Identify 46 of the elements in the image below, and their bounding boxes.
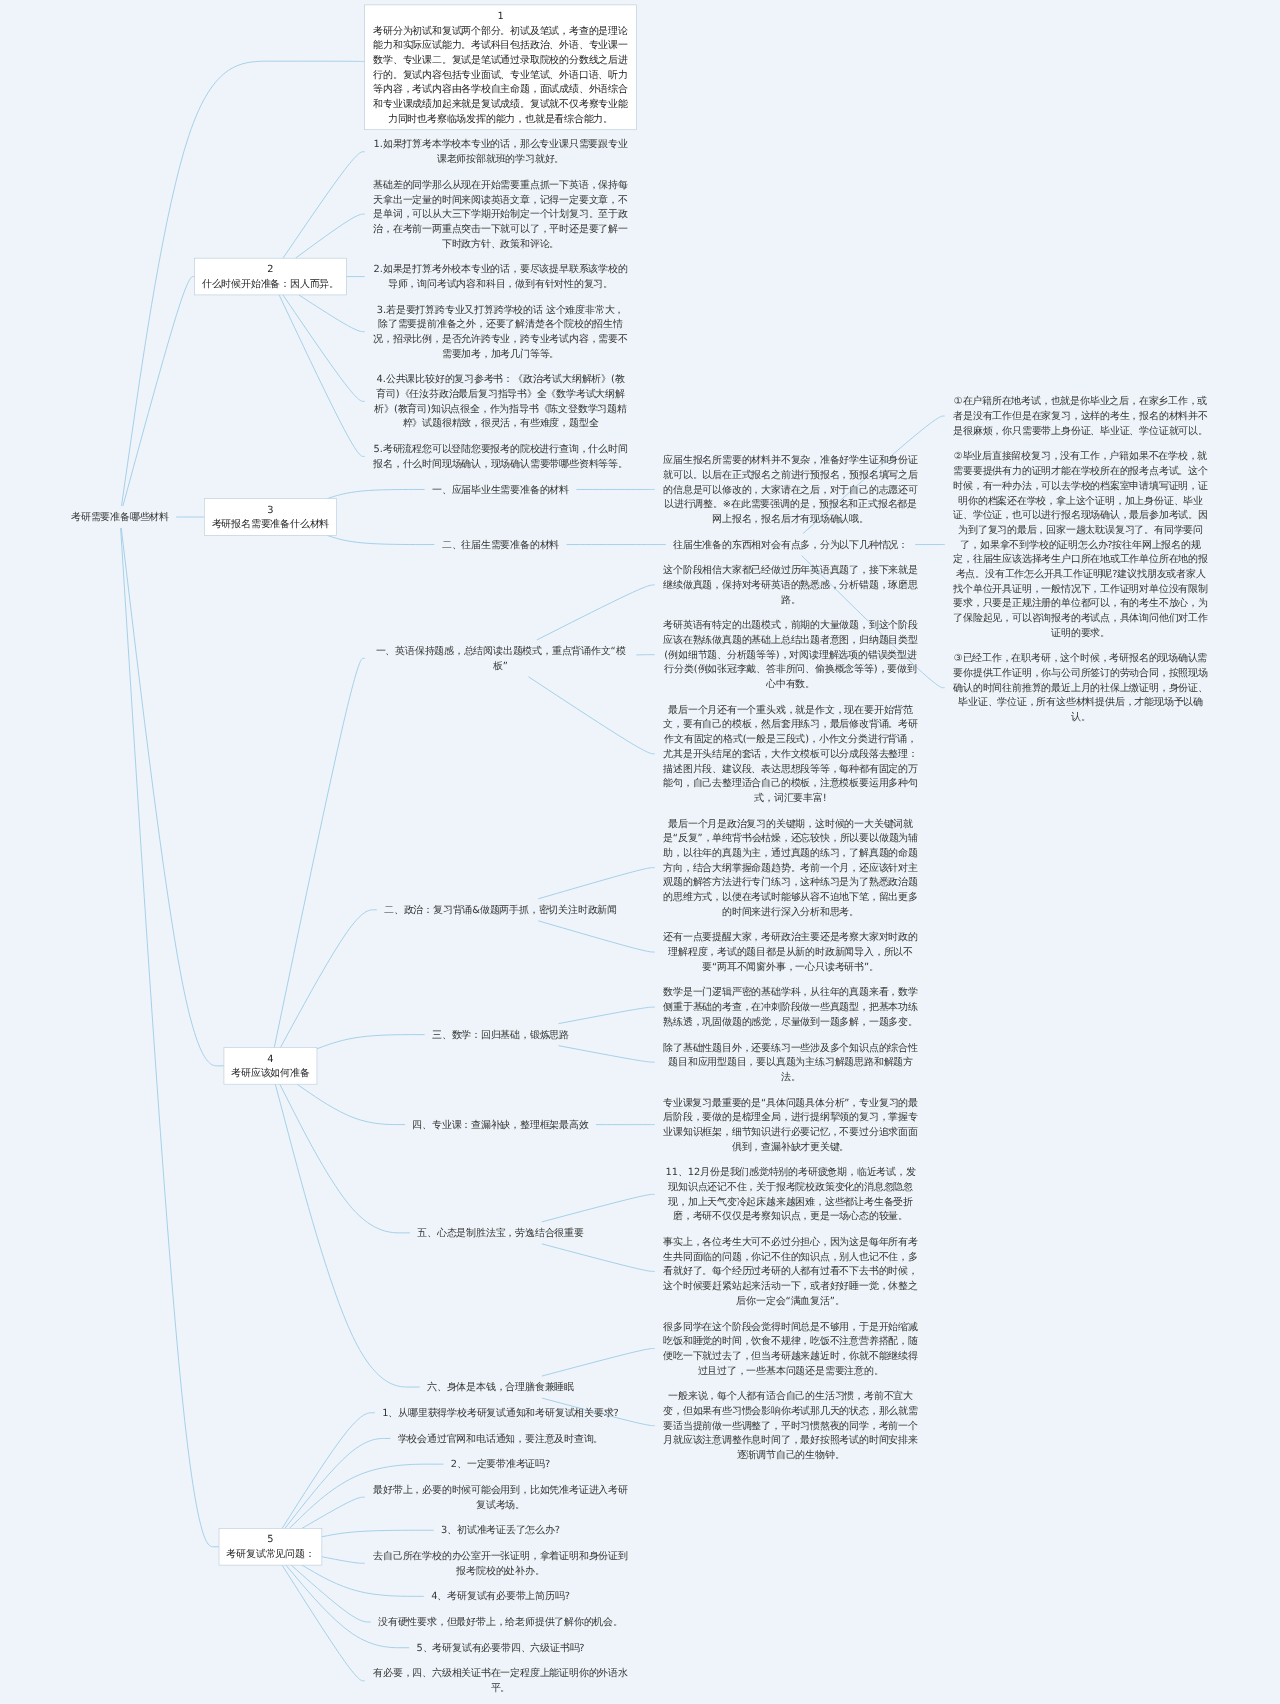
connector [120, 527, 220, 1548]
connector [558, 1006, 656, 1025]
connector [290, 1564, 372, 1623]
connector [321, 1556, 366, 1564]
connector [345, 276, 366, 277]
connector [121, 60, 366, 507]
connector [301, 1564, 425, 1597]
connector [536, 584, 656, 641]
connector [279, 1083, 411, 1234]
connector [295, 213, 366, 259]
connector [575, 489, 656, 490]
connector [281, 1564, 366, 1682]
connector [280, 909, 378, 1048]
connector [321, 1529, 435, 1538]
connector [122, 276, 196, 507]
connector [274, 1083, 421, 1388]
connector [541, 1243, 656, 1272]
connector [282, 294, 366, 402]
connector [537, 920, 656, 953]
connector [802, 415, 946, 534]
connector [284, 1438, 391, 1529]
connector [326, 534, 435, 545]
connector [541, 1193, 656, 1223]
connector [273, 657, 366, 1048]
connector [282, 151, 366, 259]
connector [296, 1083, 406, 1126]
connector [566, 544, 667, 545]
connector [301, 1496, 366, 1529]
connector [285, 1564, 410, 1649]
connector [281, 1412, 376, 1529]
connector [914, 544, 946, 545]
connector [595, 1124, 656, 1126]
connector [527, 676, 656, 755]
connector [635, 654, 656, 656]
connector [175, 516, 205, 518]
connector [558, 1045, 656, 1063]
connector [541, 1348, 656, 1377]
connector [801, 555, 946, 689]
connector [278, 294, 366, 457]
connector [326, 489, 426, 500]
connector [316, 1034, 426, 1050]
connector [120, 527, 225, 1067]
connector [288, 1463, 444, 1529]
connector [537, 867, 656, 900]
connector [541, 1397, 656, 1427]
connector [298, 294, 366, 333]
